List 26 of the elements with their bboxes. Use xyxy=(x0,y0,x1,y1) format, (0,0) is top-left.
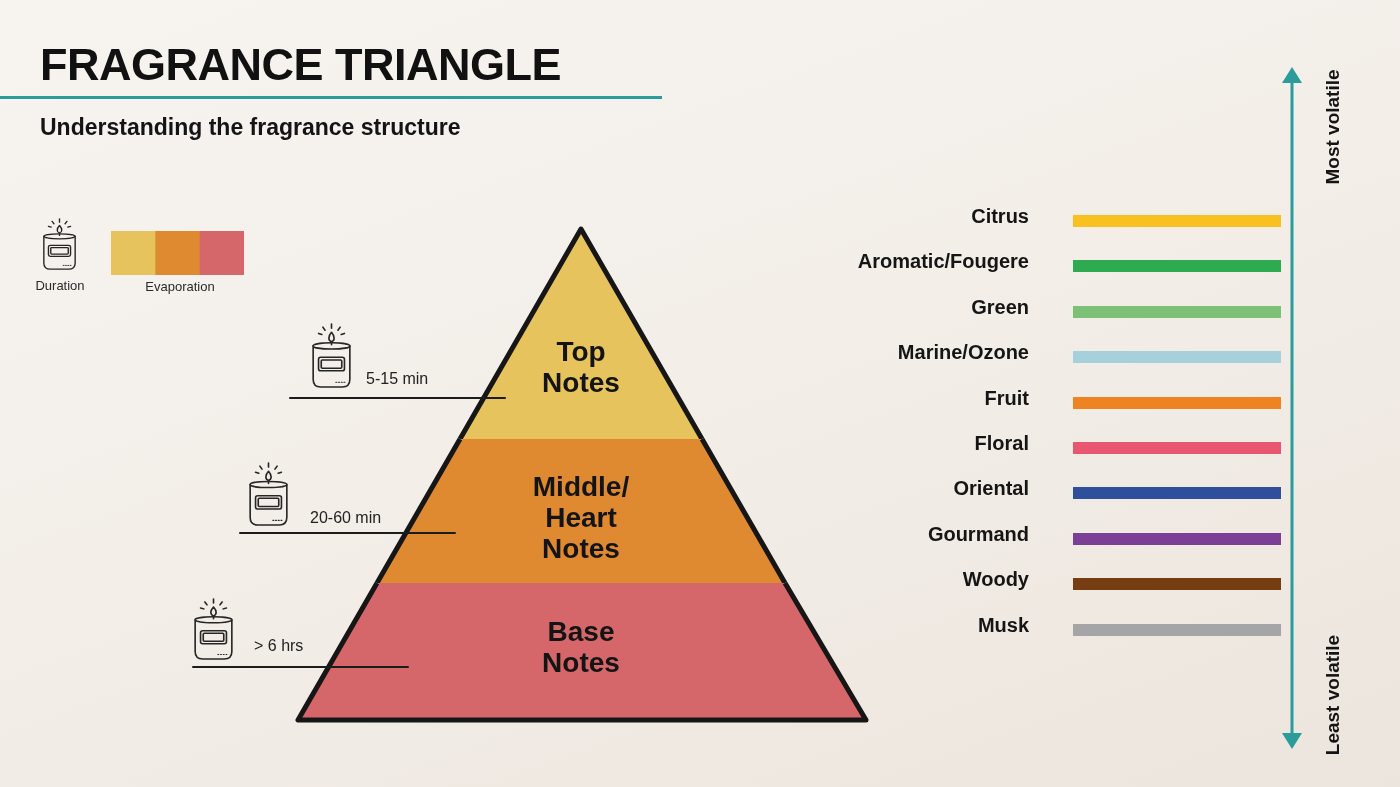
legend-label: Woody xyxy=(962,567,1029,592)
axis-label: Most volatile xyxy=(1322,69,1344,185)
legend-label: Musk xyxy=(977,612,1029,637)
legend-label: Fruit xyxy=(984,385,1029,410)
duration-label: > 6 hrs xyxy=(254,637,304,655)
legend-label: Evaporation xyxy=(145,279,215,295)
legend-label: Floral xyxy=(974,431,1029,455)
leader-line xyxy=(289,397,506,399)
tier-label: Top Notes xyxy=(542,336,620,398)
tier-label: Base Notes xyxy=(542,616,620,678)
leader-line xyxy=(192,666,409,668)
subtitle: Understanding the fragrance structure xyxy=(40,113,461,141)
legend-label: Duration xyxy=(35,278,85,294)
legend-label: Marine/Ozone xyxy=(897,340,1029,365)
legend-label: Aromatic/Fougere xyxy=(857,249,1029,274)
axis-label: Least volatile xyxy=(1322,634,1344,756)
title: FRAGRANCE TRIANGLE xyxy=(40,42,561,87)
legend-label: Oriental xyxy=(953,476,1029,501)
legend-label: Green xyxy=(971,294,1029,319)
leader-line xyxy=(239,532,456,534)
legend-label: Citrus xyxy=(971,204,1029,228)
legend-label: Gourmand xyxy=(927,521,1029,546)
duration-label: 5-15 min xyxy=(366,370,429,388)
tier-label: Middle/ Heart Notes xyxy=(532,470,630,564)
duration-label: 20-60 min xyxy=(310,509,382,527)
pyramid-tier xyxy=(455,224,707,439)
